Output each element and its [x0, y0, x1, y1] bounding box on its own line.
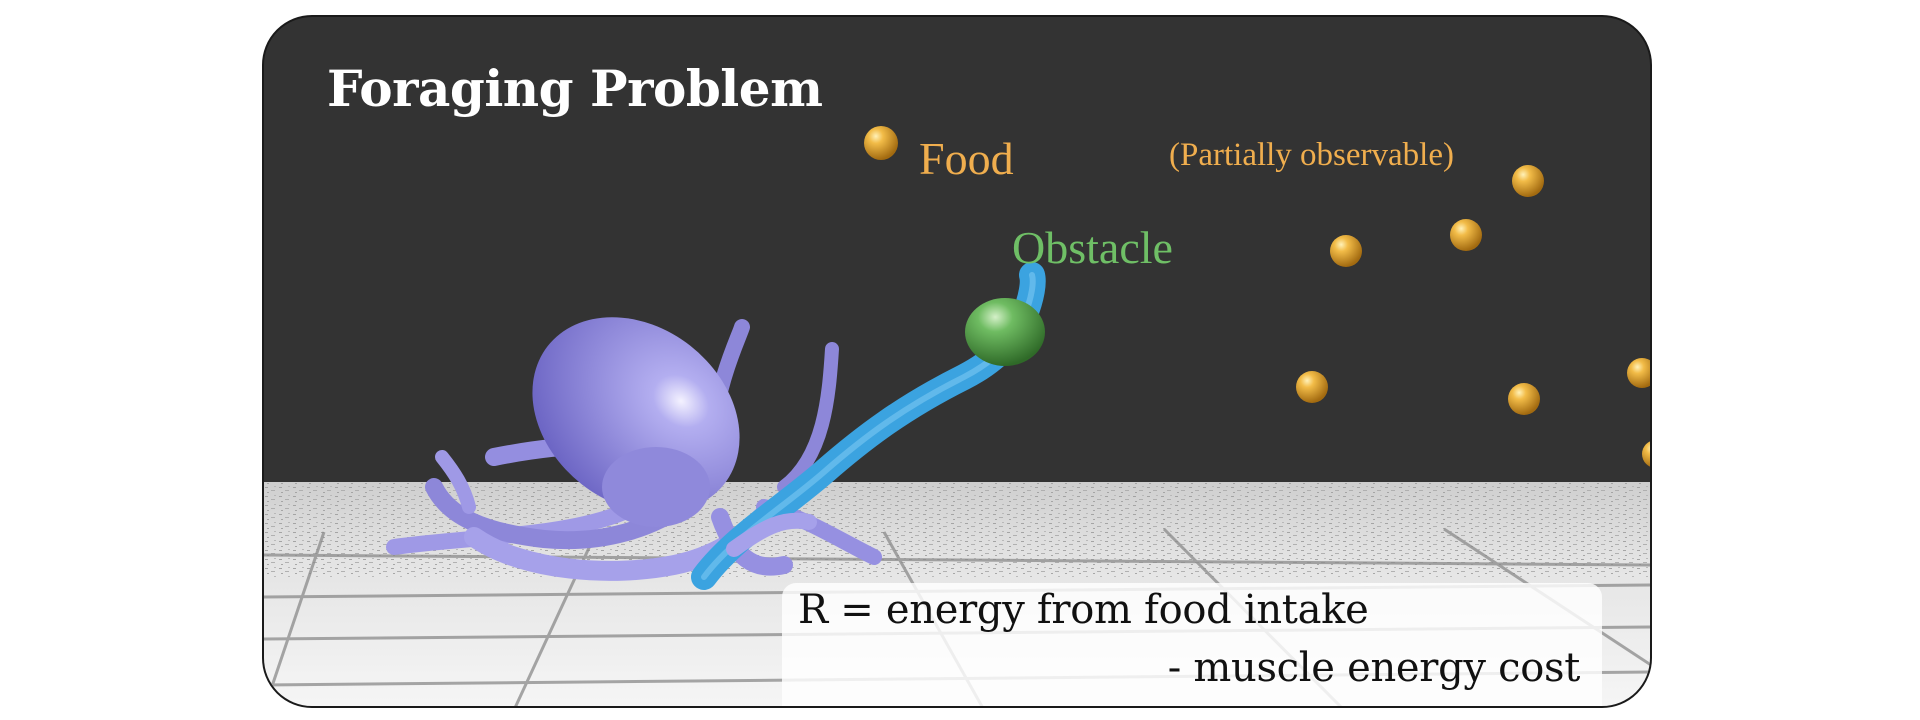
reward-equation-line1: R = energy from food intake: [798, 587, 1369, 633]
food-label: Food: [919, 133, 1014, 184]
food-pellet-icon: [1296, 371, 1328, 403]
foraging-panel: Foraging Problem Food (Partially observa…: [262, 15, 1652, 708]
food-pellet-icon: [1642, 441, 1650, 467]
reward-equation-line2: - muscle energy cost: [1167, 645, 1581, 691]
obstacle-icon: [965, 298, 1045, 366]
food-pellet-icon: [1512, 165, 1544, 197]
food-pellet-icon: [864, 126, 898, 160]
food-pellet-icon: [1508, 383, 1540, 415]
page-title: Foraging Problem: [327, 59, 823, 118]
food-pellets: [864, 126, 1650, 467]
partially-observable-label: (Partially observable): [1169, 137, 1454, 173]
obstacle-label: Obstacle: [1012, 222, 1173, 273]
simulation-scene: [264, 126, 1650, 706]
food-pellet-icon: [1450, 219, 1482, 251]
food-pellet-icon: [1330, 235, 1362, 267]
reward-equation-box: R = energy from food intake - muscle ene…: [782, 583, 1602, 706]
food-pellet-icon: [1627, 358, 1650, 388]
